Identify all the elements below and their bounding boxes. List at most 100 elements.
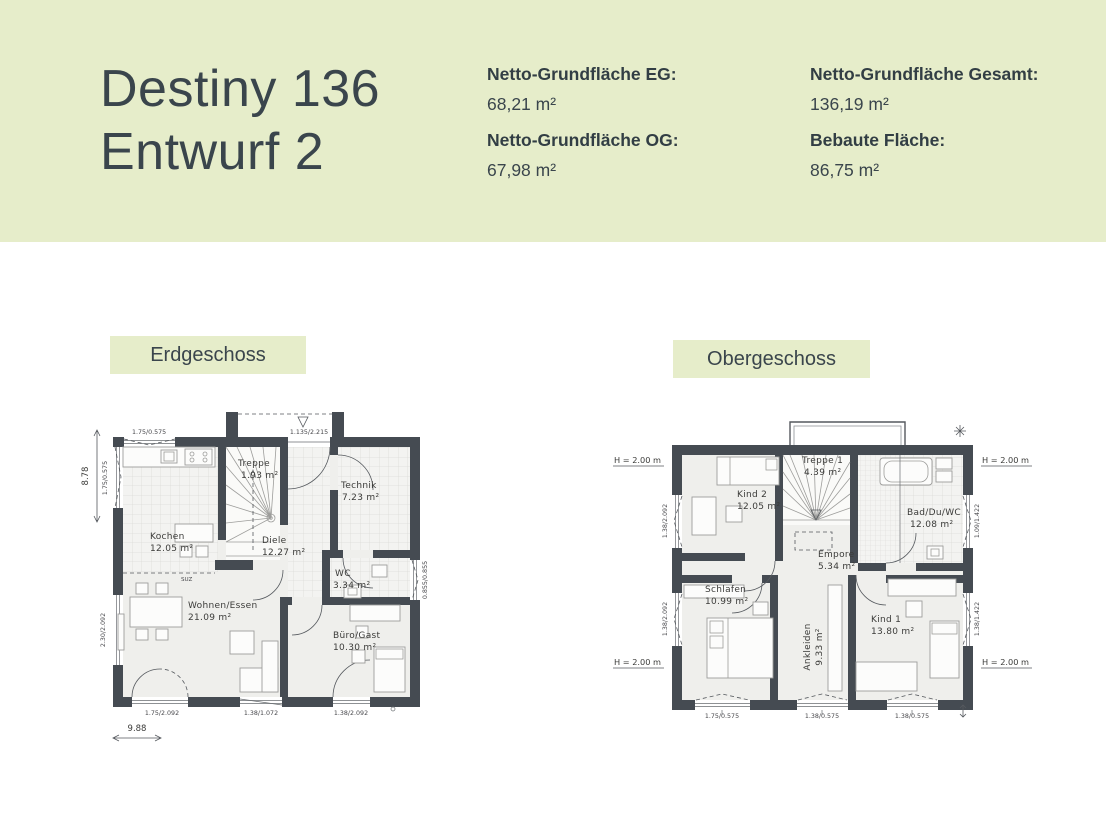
kind1-bed [929,620,960,679]
bottom-right-marker-icon [959,704,967,718]
floor-label-obergeschoss: Obergeschoss [673,340,870,378]
room-wc-area: 3.34 m² [333,581,370,591]
eg-furniture [122,446,406,712]
bath-sink [935,457,953,470]
height-label-left-top: H = 2.00 m [614,455,661,465]
room-kind1-area: 13.80 m² [871,627,914,637]
room-schlafen-area: 10.99 m² [705,597,748,607]
eg-staircase [225,446,280,557]
og-dormer [789,421,966,445]
og-dimensions: H = 2.00 m H = 2.00 m H = 2.00 m H = 2.0… [613,455,1032,720]
entrance-marker-icon [297,416,309,428]
og-furniture [683,455,967,718]
stat-value-bebaut: 86,75 m² [810,160,880,180]
kitchen-stove [184,448,213,466]
suz-label: SUZ [181,577,193,583]
og-room-labels: Treppe 1 4.39 m² Kind 2 12.05 m² Bad/Du/… [705,456,961,671]
room-diele-area: 12.27 m² [262,548,305,558]
office-desk [349,604,401,622]
room-wohnen: Wohnen/Essen [188,601,257,611]
stat-label-og: Netto-Grundfläche OG: [487,130,679,150]
title-line2: Entwurf 2 [100,123,325,182]
room-wohnen-area: 21.09 m² [188,613,231,623]
dim-right-window: 0.855/0.855 [422,561,429,599]
room-kind1: Kind 1 [871,615,901,625]
guest-bed [373,646,406,693]
dim-og-right-2: 1.38/1.422 [974,602,981,636]
eg-walls [113,412,420,707]
dim-og-bottom-1: 1.75/0.575 [705,713,739,720]
room-wc: WC [335,569,351,579]
room-technik: Technik [340,481,377,491]
room-kind2-area: 12.05 m² [737,502,780,512]
dim-bottom-total: 9.88 [128,724,147,734]
room-treppe: Treppe [237,459,270,469]
kind2-bed [716,456,780,486]
armchair [229,630,255,655]
stat-label-bebaut: Bebaute Fläche: [810,130,946,150]
eg-floor-fill [119,443,414,701]
room-treppe1-area: 4.39 m² [804,468,841,478]
dim-left-terrace: 2.30/2.092 [100,613,107,647]
stat-value-gesamt: 136,19 m² [810,94,889,114]
eg-porch [238,413,332,428]
dim-og-left-1: 1.38/2.092 [662,504,669,538]
room-bad: Bad/Du/WC [907,508,961,518]
room-ankleiden: Ankleiden [803,623,813,670]
kitchen-sink [160,449,178,464]
dining-table [129,596,183,628]
height-label-right-bottom: H = 2.00 m [982,657,1029,667]
room-kochen: Kochen [150,532,185,542]
height-label-left-bottom: H = 2.00 m [614,657,661,667]
og-staircase [782,454,851,551]
header-band: Destiny 136 Entwurf 2 Netto-Grundfläche … [0,0,1106,242]
bath-toilet [926,545,944,560]
eg-door-arcs [131,446,374,698]
room-buero: Büro/Gast [333,631,380,641]
ankleiden-wardrobe [827,584,843,692]
dim-bottom-3: 1.38/2.092 [334,710,368,717]
schlafen-wardrobe [683,584,745,599]
eg-dimensions: 1.75/0.575 1.135/2.215 1.75/0.575 8.78 2… [81,429,429,742]
stat-value-og: 67,98 m² [487,160,557,180]
kind1-desk [855,661,918,692]
stat-label-eg: Netto-Grundfläche EG: [487,64,677,84]
stats-column-2: Netto-Grundfläche Gesamt: 136,19 m² Beba… [810,64,1039,196]
wc-sink [371,564,388,578]
north-marker-icon [954,425,966,437]
room-ankleiden-area: 9.33 m² [815,628,825,665]
room-kind2: Kind 2 [737,490,767,500]
room-technik-area: 7.23 m² [342,493,379,503]
stat-label-gesamt: Netto-Grundfläche Gesamt: [810,64,1039,84]
room-diele: Diele [262,536,287,546]
floor-label-erdgeschoss: Erdgeschoss [110,336,306,374]
room-treppe-area: 1.93 m² [241,471,278,481]
room-empore: Empore [818,550,855,560]
dim-bottom-2: 1.38/1.072 [244,710,278,717]
stat-value-eg: 68,21 m² [487,94,557,114]
kitchen-island [174,523,214,543]
page-title: Destiny 136 Entwurf 2 [100,58,380,185]
bathtub [879,457,933,486]
height-label-right-top: H = 2.00 m [982,455,1029,465]
og-windows [672,495,973,715]
room-bad-area: 12.08 m² [910,520,953,530]
dim-entrance: 1.135/2.215 [290,429,328,436]
dim-top-window: 1.75/0.575 [132,429,166,436]
dim-og-right-1: 1.09/1.422 [974,504,981,538]
eg-windows [113,437,420,707]
dim-left-window: 1.75/0.575 [102,461,109,495]
dim-og-left-2: 1.38/2.092 [662,602,669,636]
stair-down-arrow-icon [810,509,822,521]
title-line1: Destiny 136 [100,60,381,118]
dim-og-bottom-3: 1.38/0.575 [895,713,929,720]
room-buero-area: 10.30 m² [333,643,376,653]
empore-opening [794,531,833,551]
room-schlafen: Schlafen [705,585,746,595]
dim-left-total: 8.78 [81,467,91,486]
floorplan-erdgeschoss: Treppe 1.93 m² Technik 7.23 m² Kochen 12… [81,412,429,742]
kind1-dresser [887,578,957,597]
floorplan-obergeschoss: Treppe 1 4.39 m² Kind 2 12.05 m² Bad/Du/… [613,421,1032,720]
dim-bottom-1: 1.75/2.092 [145,710,179,717]
